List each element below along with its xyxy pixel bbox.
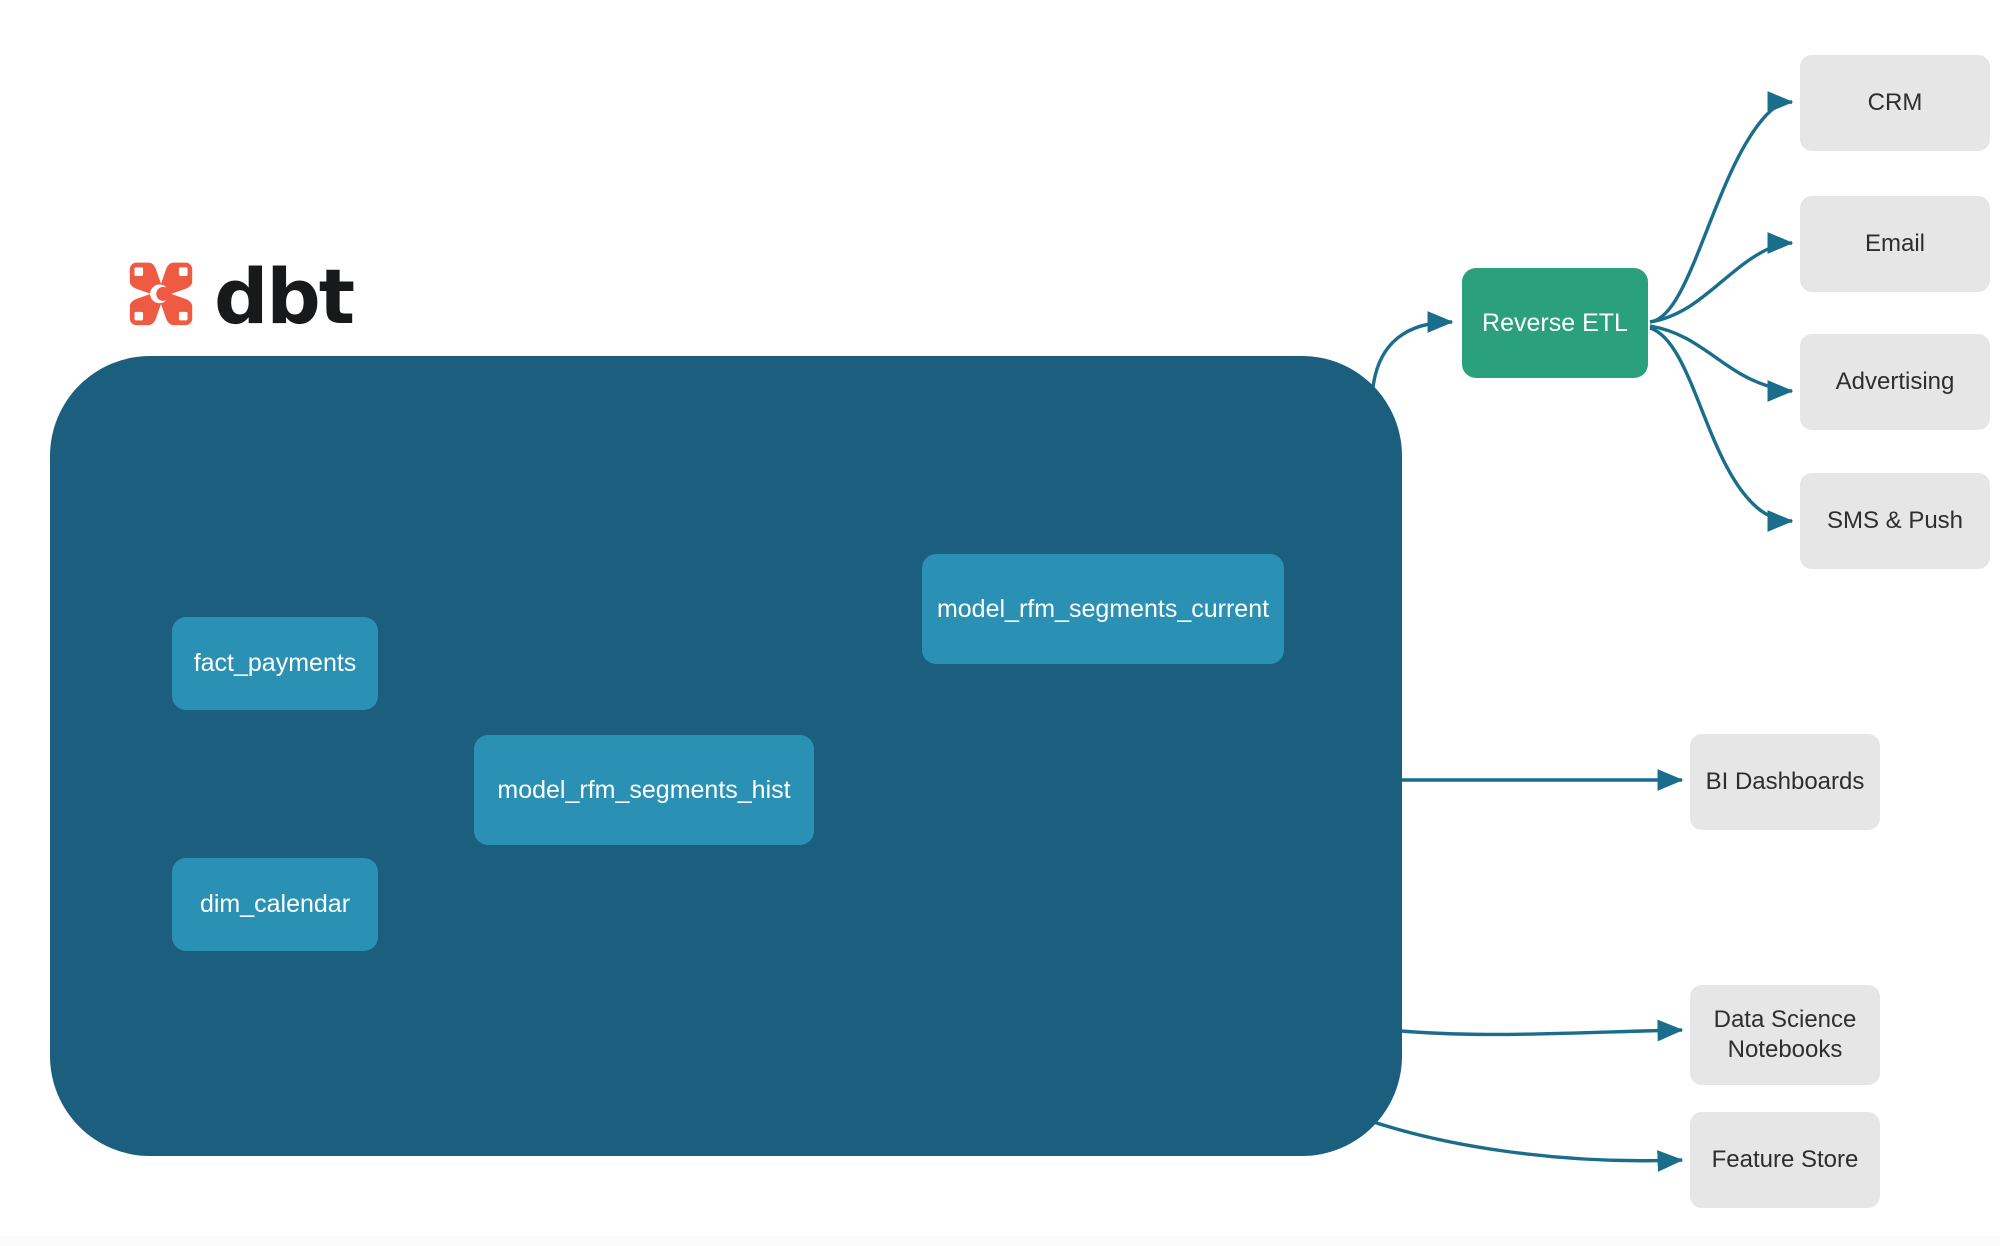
node-reverse-etl[interactable]: Reverse ETL [1462, 268, 1648, 378]
node-model-rfm-segments-current[interactable]: model_rfm_segments_current [922, 554, 1284, 664]
node-crm[interactable]: CRM [1800, 55, 1990, 151]
node-label: Data Science Notebooks [1714, 1005, 1857, 1065]
node-model-rfm-segments-hist[interactable]: model_rfm_segments_hist [474, 735, 814, 845]
node-sms-push[interactable]: SMS & Push [1800, 473, 1990, 569]
edge-reverse-etl-to-email [1649, 232, 1794, 324]
node-data-science-notebooks[interactable]: Data Science Notebooks [1690, 985, 1880, 1085]
dbt-x-logo-icon [129, 262, 193, 326]
node-label: CRM [1867, 89, 1923, 116]
edge-reverse-etl-to-sms-push [1649, 326, 1794, 532]
node-label: model_rfm_segments_current [936, 594, 1270, 623]
node-label: SMS & Push [1826, 507, 1964, 534]
node-label: model_rfm_segments_hist [497, 775, 791, 804]
node-label: dim_calendar [199, 890, 351, 918]
node-label-line2: Notebooks [1727, 1036, 1843, 1063]
node-feature-store[interactable]: Feature Store [1690, 1112, 1880, 1208]
node-label: Reverse ETL [1482, 308, 1628, 337]
edge-reverse-etl-to-crm [1649, 91, 1794, 324]
node-label: Email [1864, 230, 1925, 257]
edge-container-to-ds-notebooks [1371, 1019, 1684, 1042]
node-email[interactable]: Email [1800, 196, 1990, 292]
node-label: fact_payments [193, 649, 357, 677]
edge-reverse-etl-to-advertising [1649, 324, 1794, 402]
node-fact-payments[interactable]: fact_payments [172, 617, 378, 710]
node-bi-dashboards[interactable]: BI Dashboards [1690, 734, 1880, 830]
node-label: BI Dashboards [1705, 768, 1865, 795]
node-advertising[interactable]: Advertising [1800, 334, 1990, 430]
node-label-line1: Data Science [1713, 1006, 1857, 1033]
node-label: Feature Store [1711, 1146, 1859, 1173]
bottom-strip [0, 1236, 2000, 1246]
dbt-logo-text: dbt [214, 252, 355, 341]
node-dim-calendar[interactable]: dim_calendar [172, 858, 378, 951]
dbt-logo: dbt [122, 252, 355, 341]
node-label: Advertising [1835, 368, 1955, 395]
